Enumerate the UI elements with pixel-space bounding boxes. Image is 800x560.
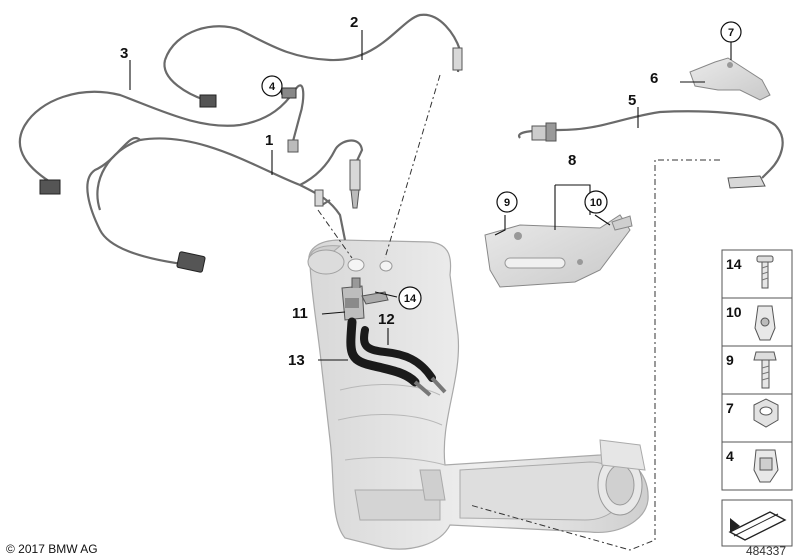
callout-13: 13 bbox=[288, 352, 305, 369]
connector-3 bbox=[39, 87, 299, 195]
screw-icon bbox=[756, 255, 774, 289]
holder-6 bbox=[689, 57, 771, 101]
wiring-3 bbox=[18, 84, 305, 186]
sensor-5 bbox=[531, 122, 766, 189]
wiring-5 bbox=[517, 110, 784, 179]
small-parts-panel: 14 10 9 7 4 bbox=[721, 249, 793, 547]
dashed-leaders bbox=[317, 74, 720, 551]
callout-7-circle: 7 bbox=[720, 21, 742, 43]
callout-2: 2 bbox=[350, 14, 358, 31]
hex-nut-icon bbox=[753, 398, 779, 428]
panel-label-7: 7 bbox=[726, 400, 734, 416]
callout-10-circle: 10 bbox=[584, 190, 608, 214]
clip-nut-icon bbox=[754, 305, 776, 341]
panel-label-4: 4 bbox=[726, 448, 734, 464]
callout-10: 10 bbox=[590, 197, 602, 209]
sensor-1 bbox=[176, 159, 361, 273]
callout-4: 4 bbox=[269, 81, 276, 93]
callout-9: 9 bbox=[504, 197, 510, 209]
bracket-8 bbox=[484, 214, 633, 288]
callout-3: 3 bbox=[120, 45, 128, 62]
callout-1: 1 bbox=[265, 132, 273, 149]
clamp-icon bbox=[753, 449, 779, 483]
panel-label-9: 9 bbox=[726, 352, 734, 368]
callout-14: 14 bbox=[404, 293, 417, 305]
callout-14-circle: 14 bbox=[398, 286, 422, 310]
sensor-2 bbox=[199, 47, 463, 108]
callout-12: 12 bbox=[378, 311, 395, 328]
callout-7: 7 bbox=[728, 27, 734, 39]
callout-9-circle: 9 bbox=[496, 191, 518, 213]
particulate-filter bbox=[307, 239, 649, 550]
wiring-2 bbox=[163, 13, 462, 102]
hoses bbox=[346, 317, 447, 397]
pressure-sensor bbox=[341, 277, 389, 321]
callout-6: 6 bbox=[650, 70, 658, 87]
panel-label-10: 10 bbox=[726, 304, 742, 320]
bolt-icon bbox=[753, 351, 777, 389]
callout-8: 8 bbox=[568, 152, 576, 169]
callout-5: 5 bbox=[628, 92, 636, 109]
arrow-icon bbox=[728, 511, 787, 541]
panel-label-14: 14 bbox=[726, 256, 742, 272]
callout-11: 11 bbox=[292, 305, 308, 322]
copyright-text: © 2017 BMW AG bbox=[6, 542, 98, 556]
document-number: 484337 bbox=[746, 544, 786, 558]
callout-4-circle: 4 bbox=[261, 75, 283, 97]
